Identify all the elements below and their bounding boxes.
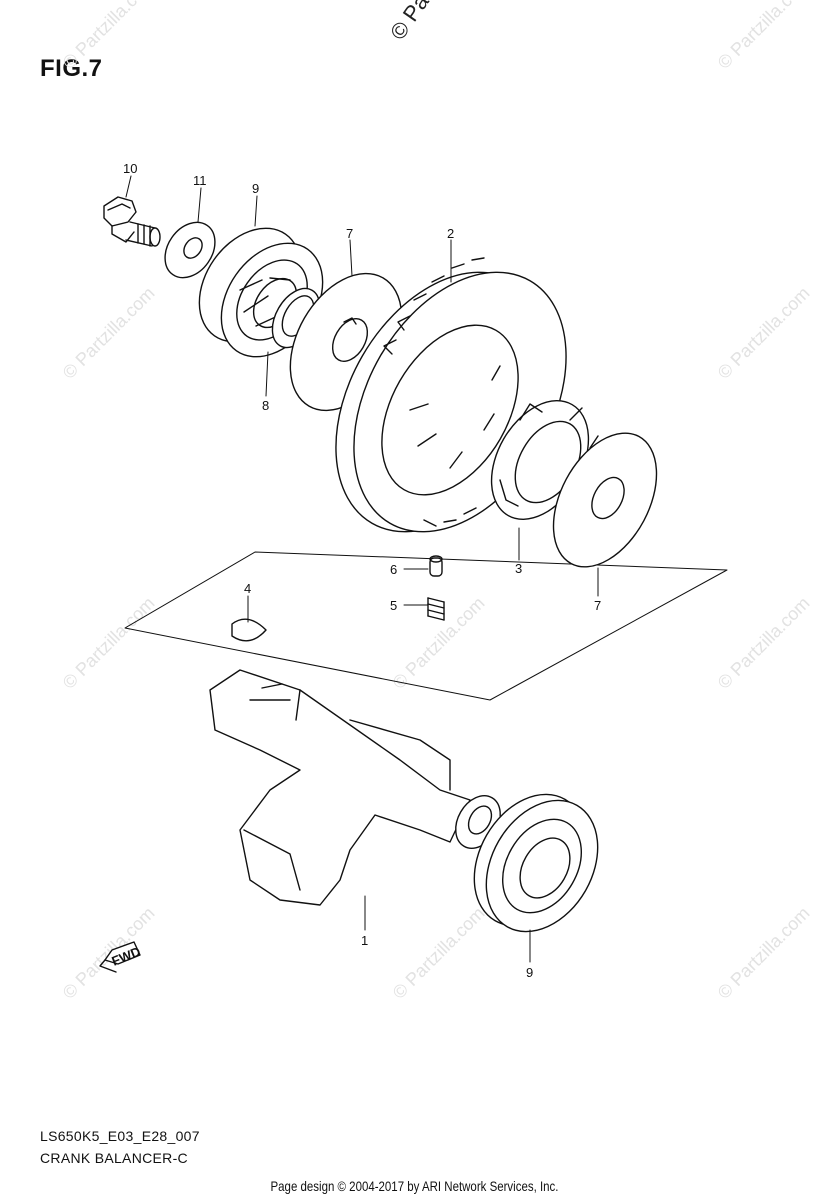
leader-line-8 (265, 351, 269, 397)
fwd-arrow-icon (99, 941, 141, 973)
assembly-outline (124, 551, 728, 701)
watermark: © Partzilla.com (59, 283, 159, 383)
leader-line-9a (254, 195, 258, 227)
figure-title: FIG.7 (40, 55, 103, 82)
watermark: © Partzilla.com (59, 903, 159, 1003)
callout-4: 4 (244, 581, 251, 596)
watermark: © Partzilla.com (59, 0, 159, 73)
bolt-part (103, 196, 161, 247)
callout-7: 7 (346, 226, 353, 241)
watermark: © Partzilla.com (59, 593, 159, 693)
callout-9: 9 (526, 965, 533, 980)
page-footer: Page design © 2004-2017 by ARI Network S… (270, 1178, 559, 1194)
diagram-code: LS650K5_E03_E28_007 (40, 1128, 200, 1144)
watermark: © Partzilla.com (714, 903, 814, 1003)
diagram-name: CRANK BALANCER-C (40, 1150, 188, 1166)
callout-8: 8 (262, 398, 269, 413)
callout-5: 5 (390, 598, 397, 613)
pin-part (429, 555, 443, 577)
watermark: © Partzilla.com (714, 0, 814, 73)
leader-line-10 (125, 175, 132, 198)
watermark: © Partzilla.com (389, 903, 489, 1003)
callout-2: 2 (447, 226, 454, 241)
callout-9: 9 (252, 181, 259, 196)
callout-11: 11 (193, 173, 207, 188)
callout-3: 3 (515, 561, 522, 576)
crank-balancer-part (209, 669, 501, 906)
bearing-lower-part (473, 793, 599, 933)
leader-line-7a (349, 239, 353, 277)
callout-1: 1 (361, 933, 368, 948)
washer-part (164, 221, 216, 279)
thrust-washer-lower-part (552, 432, 658, 568)
key-part (231, 618, 267, 642)
watermark: © Partzilla.com (389, 593, 489, 693)
callout-7: 7 (594, 598, 601, 613)
leader-line-11 (197, 187, 202, 223)
callout-10: 10 (123, 161, 137, 176)
watermark: © Partzilla.com (714, 593, 814, 693)
watermark: © Partzilla.com (714, 283, 814, 383)
callout-6: 6 (390, 562, 397, 577)
spring-part (427, 597, 445, 621)
